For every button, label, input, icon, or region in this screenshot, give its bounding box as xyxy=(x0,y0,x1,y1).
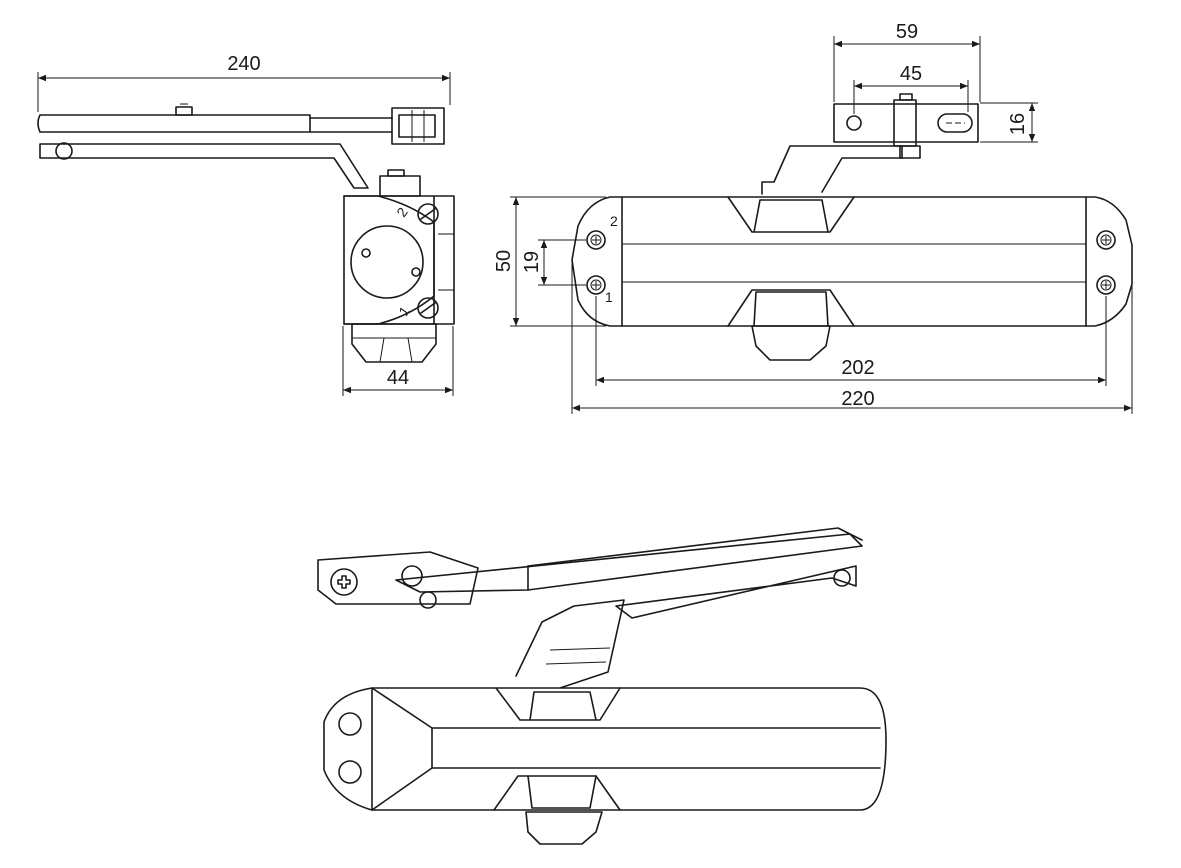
mounting-hole-upper-left xyxy=(586,230,606,250)
valve-label-2-front: 2 xyxy=(610,213,618,229)
valve-screw-2 xyxy=(417,203,439,225)
end-bracket xyxy=(391,107,445,145)
dim-mount-horizontal: 202 xyxy=(841,357,874,379)
dim-shoe-height: 16 xyxy=(1007,113,1029,135)
mounting-hole-lower-right xyxy=(1096,275,1116,295)
dim-body-length: 220 xyxy=(841,388,874,410)
front-bottom-nut xyxy=(751,325,831,361)
arm-pivot xyxy=(55,142,73,160)
valve-label-1-front: 1 xyxy=(605,289,613,305)
piston-cap xyxy=(350,225,424,299)
dim-shoe-width: 59 xyxy=(896,21,918,43)
bottom-recess xyxy=(727,289,855,327)
iso-bottom-recess xyxy=(493,775,621,811)
iso-closer-body xyxy=(323,687,887,811)
mounting-hole-lower-left xyxy=(586,275,606,295)
side-view: 2 1 240 44 xyxy=(37,53,455,396)
upper-arm xyxy=(37,114,311,133)
iso-valve-hole-1 xyxy=(338,760,362,784)
iso-lower-arm xyxy=(615,565,857,619)
cross-screw-icon xyxy=(330,568,358,596)
bottom-nut xyxy=(351,323,437,363)
iso-valve-hole-2 xyxy=(338,712,362,736)
iso-top-recess xyxy=(495,687,621,721)
closer-body xyxy=(571,196,1133,327)
isometric-view xyxy=(317,527,887,845)
front-view: 2 1 59 45 16 50 19 202 xyxy=(493,21,1133,414)
shoe-pivot xyxy=(893,99,917,147)
iso-arm-knee xyxy=(515,599,625,689)
front-arm xyxy=(761,145,903,195)
iso-upper-arm xyxy=(395,533,863,593)
lower-arm xyxy=(39,143,369,189)
dim-arm-length: 240 xyxy=(227,53,260,75)
iso-bottom-nut xyxy=(525,811,603,845)
top-recess xyxy=(727,196,855,233)
arm-shoe xyxy=(833,103,979,143)
arm-screw xyxy=(175,106,193,116)
iso-end-bracket xyxy=(317,551,479,605)
dim-shoe-hole-spacing: 45 xyxy=(900,63,922,85)
valve-screw-1 xyxy=(417,297,439,319)
dim-body-height: 50 xyxy=(493,250,515,272)
dim-mount-vertical: 19 xyxy=(521,251,543,273)
mounting-hole-upper-right xyxy=(1096,230,1116,250)
spindle-top xyxy=(379,175,421,197)
valve-label-1-side: 1 xyxy=(395,303,413,319)
dim-body-depth: 44 xyxy=(387,367,409,389)
